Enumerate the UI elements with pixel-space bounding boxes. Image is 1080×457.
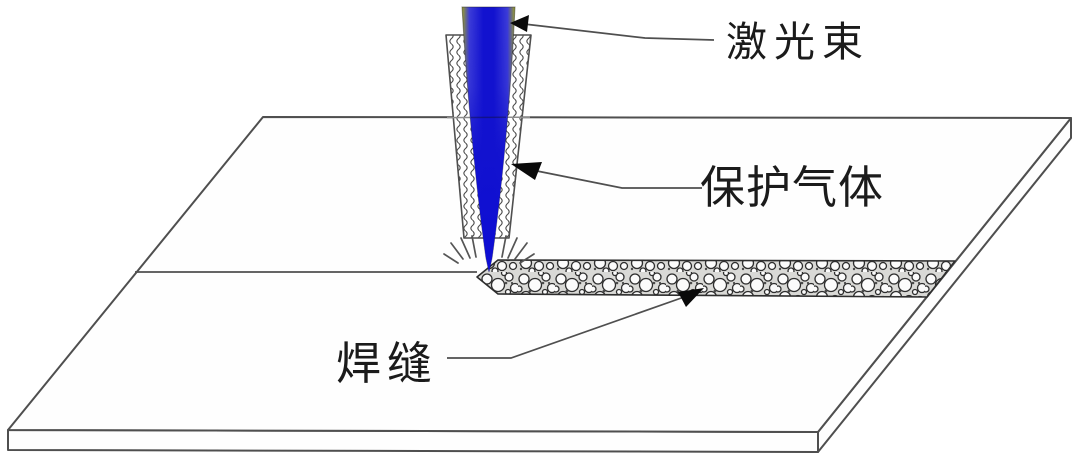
shielding-gas-arrowhead-icon [511, 162, 542, 180]
label-shielding-gas: 保护气体 [700, 163, 885, 213]
laser-beam-cone [461, 6, 516, 273]
leader-shielding-gas [511, 162, 702, 189]
leader-line-laser-beam [523, 23, 715, 41]
laser-beam-arrowhead-icon [510, 15, 529, 32]
leader-line-shielding-gas [536, 170, 702, 189]
leader-line-weld-seam [447, 295, 688, 359]
leader-weld-seam [447, 288, 704, 359]
spark-lines [443, 235, 535, 264]
label-laser-beam: 激光束 [726, 19, 870, 65]
plate-front-edge-face [7, 429, 819, 453]
label-weld-seam: 焊缝 [336, 339, 439, 389]
weld-seam-band [476, 259, 956, 298]
leader-laser-beam [510, 15, 715, 41]
weld-seam-arrowhead-icon [678, 288, 704, 307]
